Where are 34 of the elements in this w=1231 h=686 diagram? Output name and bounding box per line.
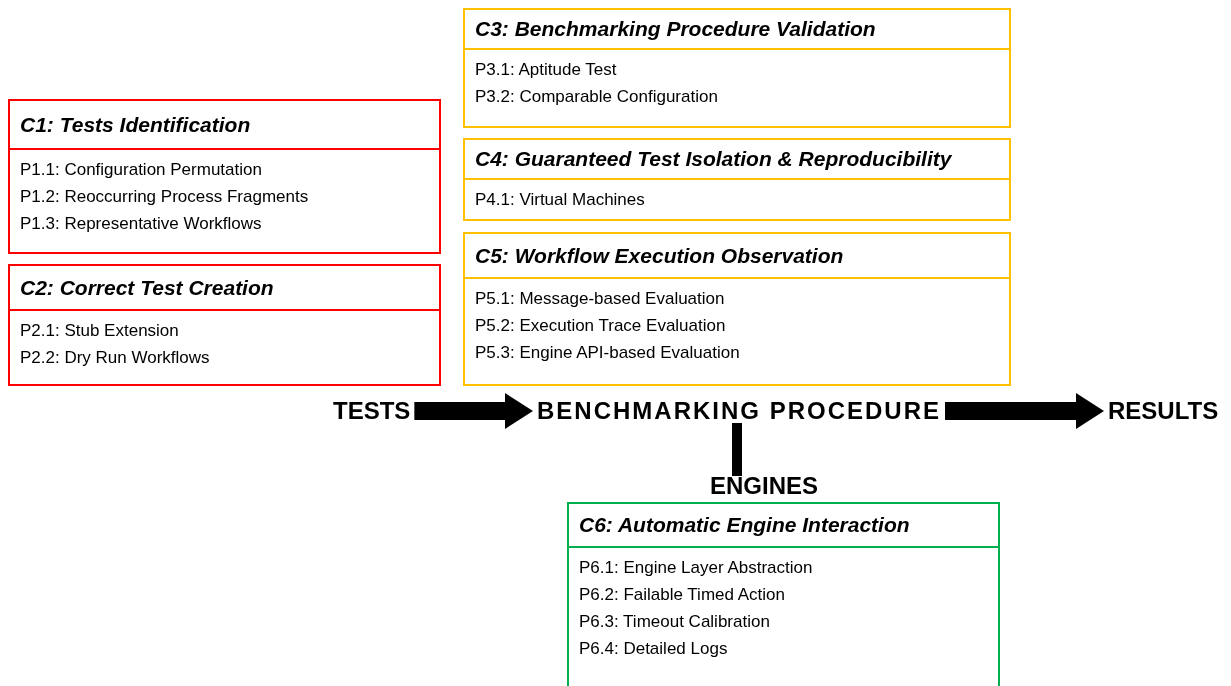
- principle-text: P3.1: Aptitude Test: [475, 59, 618, 81]
- principle-text: P1.2: Reoccurring Process Fragments: [20, 186, 310, 208]
- principle-text: P5.2: Execution Trace Evaluation: [475, 315, 727, 337]
- principle-text: P6.4: Detailed Logs: [579, 638, 729, 660]
- block-arrow: [945, 393, 1104, 429]
- stage-label: BENCHMARKING PROCEDURE: [537, 397, 941, 425]
- stage-label: ENGINES: [710, 472, 819, 500]
- principle-text: P5.1: Message-based Evaluation: [475, 288, 726, 310]
- principle-text: P6.2: Failable Timed Action: [579, 584, 786, 606]
- principle-text: P1.3: Representative Workflows: [20, 213, 263, 235]
- challenge-heading: C6: Automatic Engine Interaction: [569, 504, 998, 548]
- challenge-box: [8, 264, 441, 386]
- principle-text: P2.2: Dry Run Workflows: [20, 347, 211, 369]
- principle-text: P3.2: Comparable Configuration: [475, 86, 719, 108]
- challenge-heading: C3: Benchmarking Procedure Validation: [465, 10, 1009, 50]
- principle-text: P6.3: Timeout Calibration: [579, 611, 771, 633]
- challenge-box: [463, 138, 1011, 221]
- stage-label: TESTS: [333, 397, 411, 425]
- principle-text: P5.3: Engine API-based Evaluation: [475, 342, 741, 364]
- challenge-box: [463, 8, 1011, 128]
- principle-text: P6.1: Engine Layer Abstraction: [579, 557, 814, 579]
- challenge-heading: C4: Guaranteed Test Isolation & Reproducibility: [465, 140, 1009, 180]
- principle-text: P2.1: Stub Extension: [20, 320, 180, 342]
- challenge-box: [463, 232, 1011, 386]
- challenge-box: [8, 99, 441, 254]
- block-arrow: [414, 393, 533, 429]
- principle-text: P4.1: Virtual Machines: [475, 189, 646, 211]
- challenge-heading: C2: Correct Test Creation: [10, 266, 439, 311]
- challenge-heading: C5: Workflow Execution Observation: [465, 234, 1009, 279]
- stage-label: RESULTS: [1108, 397, 1219, 425]
- connector-bar: [732, 423, 742, 476]
- challenge-box: [567, 502, 1000, 686]
- challenge-heading: C1: Tests Identification: [10, 101, 439, 150]
- principle-text: P1.1: Configuration Permutation: [20, 159, 263, 181]
